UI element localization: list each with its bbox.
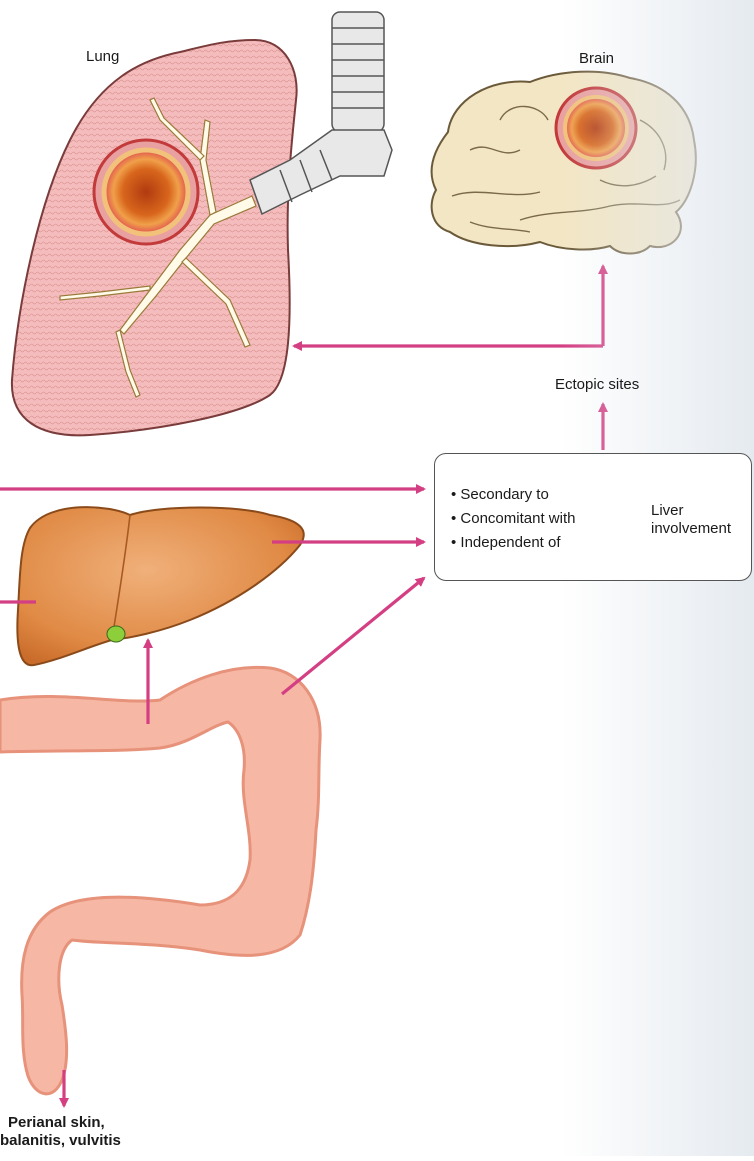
box-item-secondary: • Secondary to bbox=[451, 486, 549, 503]
perianal-label-line2: balanitis, vulvitis bbox=[0, 1132, 121, 1150]
colon-illustration bbox=[0, 667, 320, 1093]
lung-label: Lung bbox=[86, 48, 119, 66]
brain-label: Brain bbox=[579, 50, 614, 68]
box-item-independent: • Independent of bbox=[451, 534, 561, 551]
liver-involvement-label-line2: involvement bbox=[651, 520, 731, 538]
colon-outline bbox=[0, 667, 320, 1093]
gallbladder bbox=[107, 626, 125, 642]
liver-involvement-label-line1: Liver bbox=[651, 502, 684, 520]
lung-lesion bbox=[94, 140, 198, 244]
arrow-colon-to-box bbox=[282, 578, 424, 694]
ectopic-sites-label: Ectopic sites bbox=[555, 376, 639, 394]
perianal-label-line1: Perianal skin, bbox=[8, 1114, 105, 1132]
liver-illustration bbox=[17, 507, 303, 665]
liver-outline bbox=[17, 507, 303, 665]
lung-illustration bbox=[12, 12, 392, 435]
box-item-concomitant: • Concomitant with bbox=[451, 510, 575, 527]
